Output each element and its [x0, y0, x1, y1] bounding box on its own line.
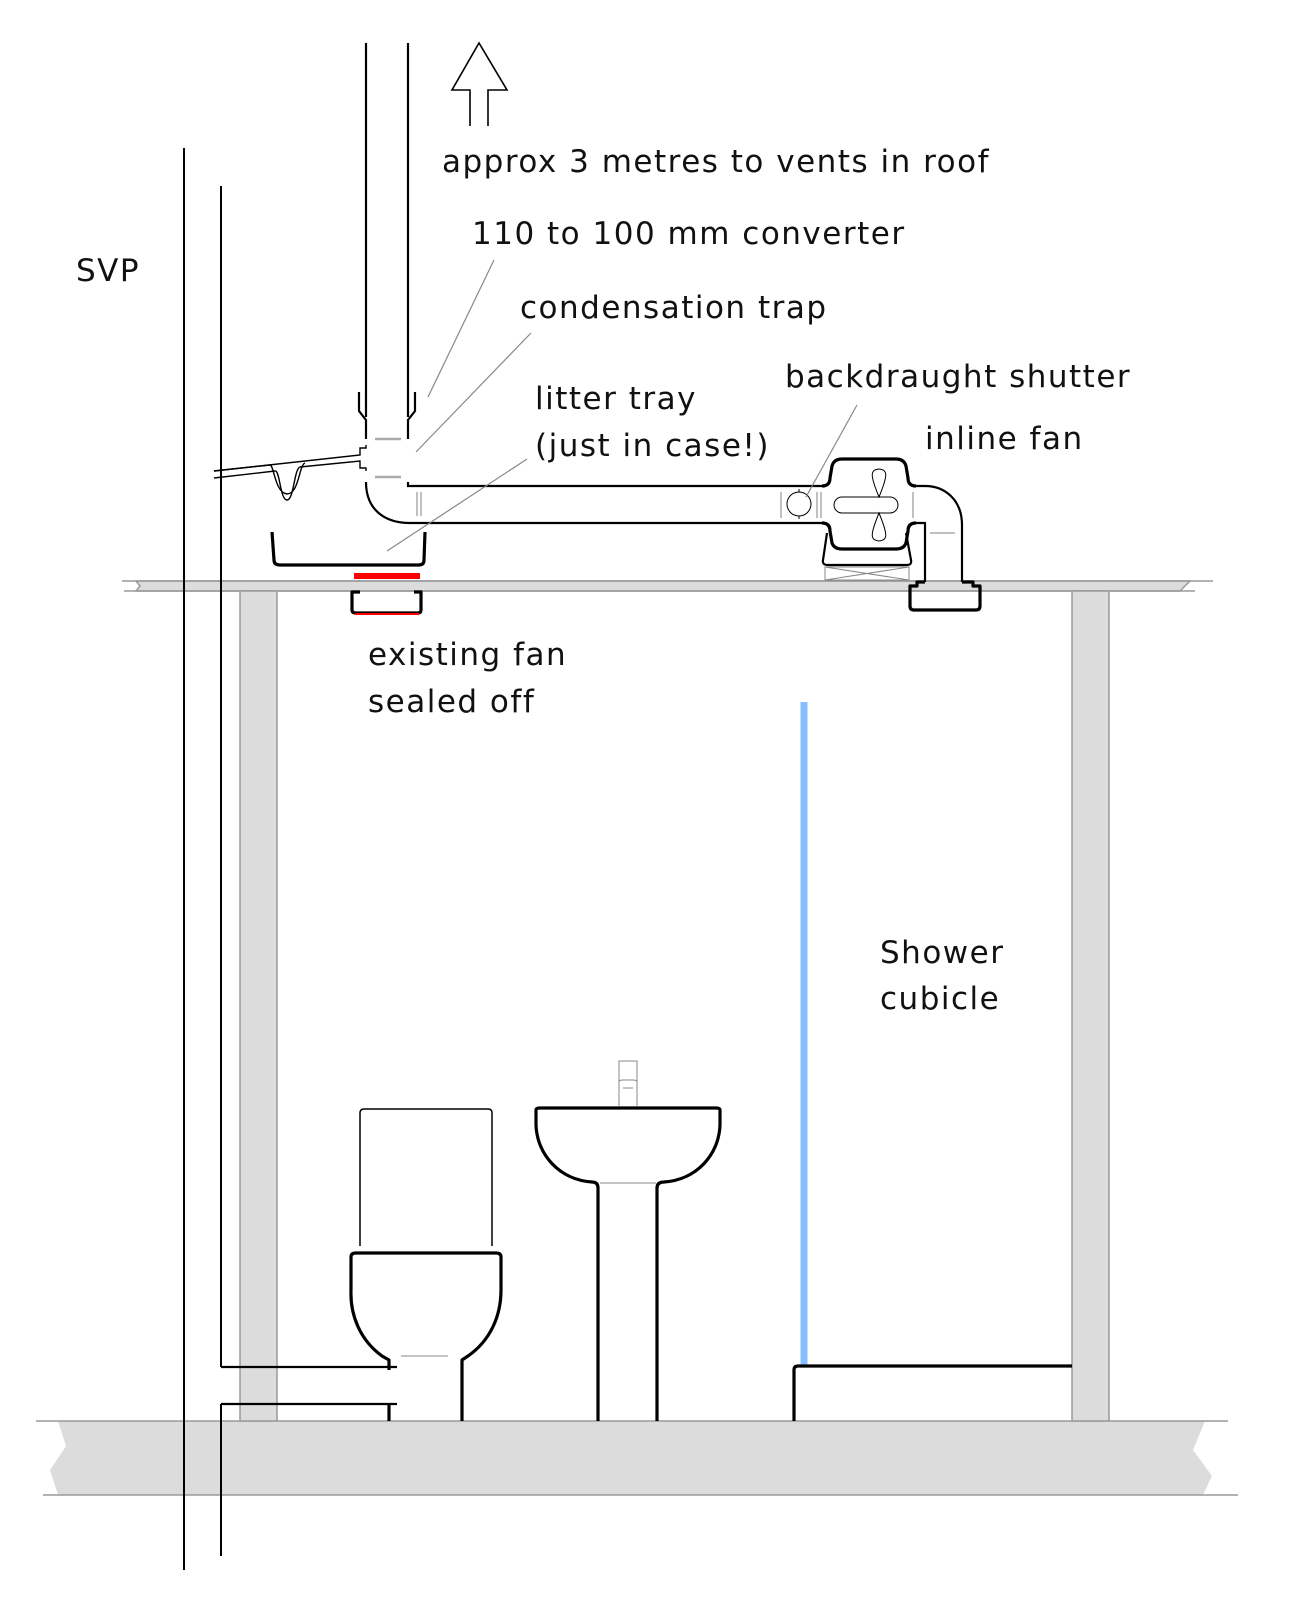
- floor-slab: [36, 1420, 1238, 1496]
- label-existing-fan: existing fan: [368, 637, 567, 673]
- inline-fan: [821, 457, 917, 581]
- label-condensation-trap: condensation trap: [520, 290, 828, 326]
- ceiling-outlet: [908, 484, 982, 612]
- horizontal-duct: [364, 481, 784, 525]
- wall-stud-right: [1071, 590, 1110, 1422]
- svp-pipe: [183, 148, 397, 1570]
- label-backdraught-shutter: backdraught shutter: [785, 359, 1131, 395]
- condensation-trap: [213, 445, 367, 501]
- label-inline-fan: inline fan: [925, 421, 1084, 457]
- converter: [357, 392, 417, 479]
- ceiling-slab: [122, 580, 1213, 592]
- up-arrow-icon: [450, 41, 509, 126]
- vertical-duct: [364, 43, 410, 417]
- label-svp: SVP: [76, 253, 140, 289]
- existing-fan-seal: [350, 573, 423, 615]
- leader-lines: [386, 259, 858, 552]
- backdraught-shutter: [780, 484, 822, 525]
- label-sealed-off: sealed off: [368, 684, 535, 720]
- shower-tray: [792, 1364, 1072, 1421]
- toilet: [349, 1108, 503, 1421]
- label-litter-tray: litter tray: [535, 381, 697, 417]
- label-roof-vents: approx 3 metres to vents in roof: [442, 144, 990, 180]
- litter-tray: [270, 531, 427, 567]
- basin: [534, 1060, 722, 1421]
- label-cubicle: cubicle: [880, 981, 1000, 1017]
- label-litter-tray-note: (just in case!): [535, 428, 770, 464]
- label-converter: 110 to 100 mm converter: [472, 216, 906, 252]
- wall-stud-left: [239, 590, 278, 1422]
- label-shower: Shower: [880, 935, 1004, 971]
